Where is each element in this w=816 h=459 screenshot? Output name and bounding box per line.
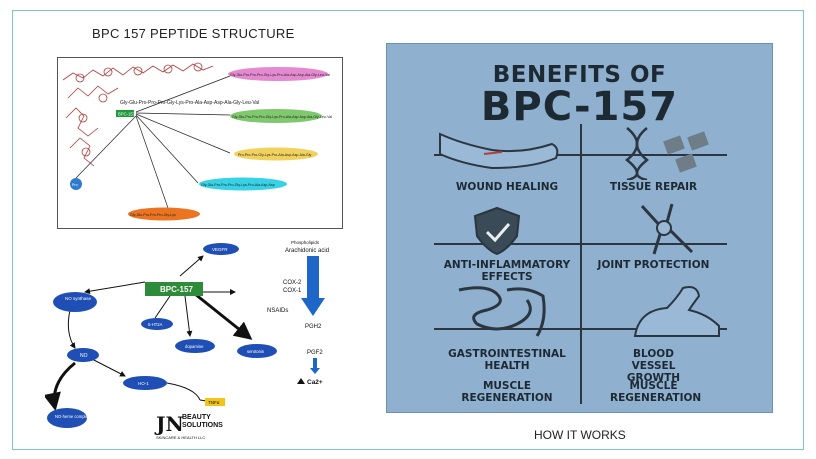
benefits-infographic: BENEFITS OF BPC-157 WOUND HEALING TISSUE…	[386, 43, 773, 413]
fragment-arrows	[75, 75, 231, 209]
dopamine-node	[175, 339, 215, 353]
dopamine-label: dopamine	[185, 344, 204, 349]
no-synthase-node	[53, 292, 97, 312]
ho1-label: HO-1	[138, 381, 149, 386]
mechanism-arrows	[43, 255, 253, 411]
fragment-yellow	[234, 147, 318, 161]
fragment-cyan-text: Gly-Glu-Pro-Pro-Pro-Gly-Lys-Pro-Ala-Asp-…	[201, 183, 275, 187]
benefit-joint-protection: JOINT PROTECTION	[597, 259, 710, 271]
fragment-cyan	[199, 177, 287, 191]
knee-joint-icon	[640, 203, 694, 255]
molecule-drawing	[62, 62, 214, 167]
mechanism-diagram: BPC-157 VEGFR NO synthase NO NO-heme com…	[43, 238, 365, 438]
pgh2-label: PGH2	[305, 324, 322, 330]
benefit-muscle-regeneration-right: MUSCLE REGENERATION	[610, 380, 702, 404]
pgf2-label: PGF2	[307, 350, 323, 356]
structure-title: BPC 157 PEPTIDE STRUCTURE	[92, 26, 295, 41]
no-node	[67, 348, 99, 362]
bpc-badge-label: BPC-157	[118, 112, 136, 117]
bpc-badge	[116, 110, 134, 117]
peptide-structure-svg: Gly-Glu-Pro-Pro-Pro-Gly-Lys-Pro-Ala-Asp-…	[62, 62, 332, 221]
nsaids-label: NSAIDs	[267, 308, 288, 314]
benefit-anti-inflammatory: ANTI-INFLAMMATORY EFFECTS	[443, 259, 571, 283]
ca-up-icon	[297, 378, 305, 384]
benefit-wound-healing: WOUND HEALING	[455, 181, 559, 193]
benefit-gastrointestinal: GASTROINTESTINAL HEALTH	[448, 348, 566, 372]
benefits-title-line2: BPC-157	[480, 84, 679, 130]
dna-icon	[625, 127, 709, 180]
benefits-title-line1: BENEFITS OF	[492, 62, 667, 88]
ht-node	[141, 318, 173, 330]
shield-check-icon	[473, 206, 521, 256]
ca-label: Ca2+	[307, 379, 323, 386]
pgf2-arrow	[310, 358, 320, 374]
tnf-node	[205, 398, 225, 406]
serotonin-node	[237, 344, 277, 358]
mechanism-svg: BPC-157 VEGFR NO synthase NO NO-heme com…	[43, 240, 329, 428]
intestines-icon	[458, 286, 546, 337]
no-label: NO	[80, 353, 88, 359]
bpc-center-label: BPC-157	[160, 285, 193, 294]
logo-sub2: SOLUTIONS	[182, 422, 223, 429]
fragment-green	[230, 109, 322, 123]
peptide-structure-figure: Gly-Glu-Pro-Pro-Pro-Gly-Lys-Pro-Ala-Asp-…	[57, 57, 343, 229]
arm-wound-icon	[439, 132, 559, 170]
jn-beauty-logo: JN BEAUTY SOLUTIONS SKINCARE & HEALTH LL…	[156, 412, 236, 446]
benefit-muscle-regeneration-left: MUSCLE REGENERATION	[461, 380, 553, 404]
vegfr-label: VEGFR	[212, 247, 228, 252]
how-it-works-caption: HOW IT WORKS	[534, 428, 626, 442]
cox1-label: COX-1	[283, 288, 302, 294]
bpc-center-node	[145, 282, 203, 296]
benefit-blood-vessel: BLOOD VESSEL GROWTH	[626, 348, 681, 384]
fragment-pink-text: Gly-Glu-Pro-Pro-Pro-Gly-Lys-Pro-Ala-Asp-…	[230, 73, 330, 77]
logo-main: JN	[156, 412, 184, 436]
flexed-arm-icon	[633, 286, 720, 337]
tnf-label: TNFα	[208, 400, 220, 405]
benefit-tissue-repair: TISSUE REPAIR	[609, 181, 698, 193]
phospholipids-label: Phospholipids	[291, 240, 320, 245]
cox-arrow	[301, 256, 325, 316]
main-sequence: Gly-Glu-Pro-Pro-Pro-Gly-Lys-Pro-Ala-Asp-…	[120, 100, 259, 106]
no-heme-label: NO-heme complex	[55, 414, 91, 419]
vegfr-node	[203, 243, 239, 255]
fragment-orange	[128, 207, 200, 221]
cox2-label: COX-2	[283, 280, 302, 286]
logo-sub1: BEAUTY	[182, 414, 211, 421]
frame-border	[12, 10, 804, 450]
ht-label: 5-HT2A	[148, 322, 163, 327]
arachidonic-label: Arachidonic acid	[285, 248, 329, 254]
fragment-orange-text: Gly-Glu-Pro-Pro-Pro-Gly-Lys	[130, 213, 176, 217]
logo-sub3: SKINCARE & HEALTH LLC	[156, 435, 206, 440]
ho1-node	[123, 376, 167, 390]
fragment-yellow-text: Pro-Pro-Pro-Gly-Lys-Pro-Ala-Asp-Asp-Ala-…	[238, 153, 312, 157]
no-heme-node	[47, 408, 87, 428]
fragment-green-text: Gly-Glu-Pro-Pro-Pro-Gly-Lys-Pro-Ala-Asp-…	[232, 115, 332, 119]
grid-divider	[580, 124, 582, 404]
serotonin-label: serotonin	[247, 349, 265, 354]
fragment-blue	[70, 178, 82, 190]
no-synthase-label: NO synthase	[65, 296, 92, 301]
fragment-blue-text: Pro	[72, 183, 78, 187]
fragment-pink	[228, 67, 328, 81]
